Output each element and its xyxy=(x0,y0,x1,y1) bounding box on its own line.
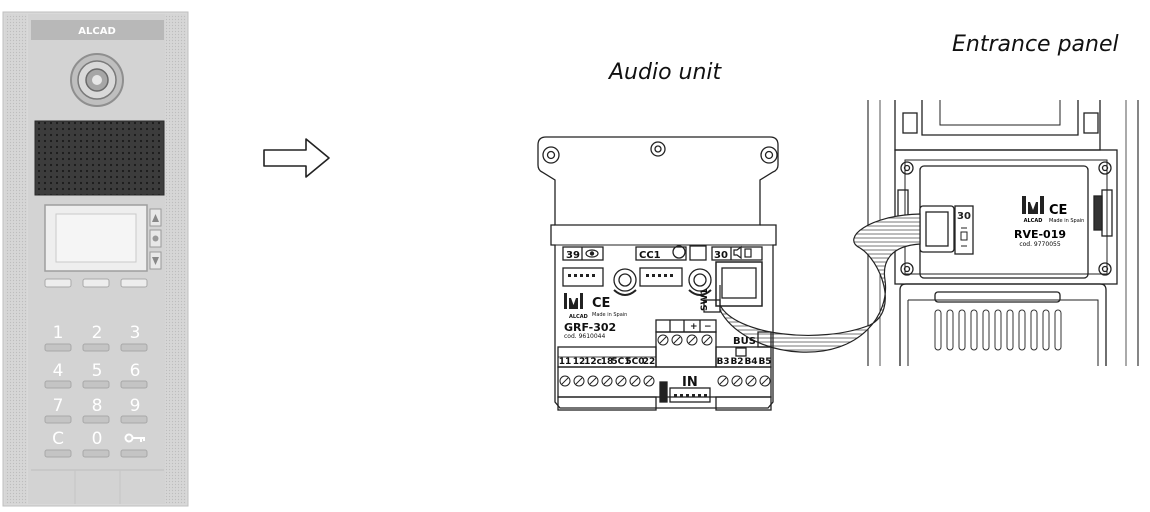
key-0: 0 xyxy=(92,429,103,449)
rve-code: cod. 9770055 xyxy=(1019,241,1060,248)
terminal-30: 30 xyxy=(714,250,728,261)
up-arrow-icon xyxy=(152,214,159,222)
key-8: 8 xyxy=(92,396,103,416)
audio-plus: + xyxy=(690,322,698,332)
terminal-cc1: CC1 xyxy=(639,250,661,261)
audio-unit xyxy=(537,136,779,411)
audio-sw1: SW1 xyxy=(700,288,710,311)
key-9: 9 xyxy=(130,396,141,416)
key-7: 7 xyxy=(53,396,64,416)
eye-icon xyxy=(585,249,599,258)
terminal-18: 18 xyxy=(601,357,614,367)
speaker-grill xyxy=(34,120,165,196)
rve-brand: ALCAD xyxy=(1024,218,1043,224)
key-5: 5 xyxy=(92,361,103,381)
panel-brand: ALCAD xyxy=(78,26,116,37)
wiring-diagram: ALCAD CE Made in Spain RVE-019 cod. 9770… xyxy=(537,100,1139,411)
audio-minus: − xyxy=(704,322,712,332)
entrance-panel-illustration: ALCAD 1 2 3 4 5 6 7 8 9 C 0 xyxy=(2,11,189,507)
terminal-11: 11 xyxy=(559,357,572,367)
down-arrow-icon xyxy=(152,257,159,265)
key-1: 1 xyxy=(53,323,64,343)
speaker-slots xyxy=(934,309,1062,351)
audio-unit-label: Audio unit xyxy=(609,60,722,85)
terminal-b5: B5 xyxy=(758,357,771,367)
key-3: 3 xyxy=(130,323,141,343)
audio-in: IN xyxy=(682,375,698,390)
audio-ce: CE xyxy=(592,296,610,311)
rve-made-in: Made in Spain xyxy=(1049,218,1084,224)
speaker-icon xyxy=(733,245,752,260)
audio-alcad-logo-icon xyxy=(564,293,583,309)
terminal-5c1: 5C1 xyxy=(611,357,630,367)
rve-connector-label: 30 xyxy=(957,211,971,222)
terminal-b3: B3 xyxy=(716,357,729,367)
terminal-b2: B2 xyxy=(730,357,743,367)
audio-brand: ALCAD xyxy=(569,314,588,320)
audio-made-in: Made in Spain xyxy=(592,312,627,318)
side-buttons xyxy=(149,208,162,270)
key-c: C xyxy=(52,429,64,449)
direction-arrow-icon xyxy=(263,138,330,178)
terminal-39: 39 xyxy=(566,250,580,261)
audio-model: GRF-302 xyxy=(564,321,616,334)
rve-ce: CE xyxy=(1049,203,1067,218)
key-icon xyxy=(124,433,145,443)
terminal-b4: B4 xyxy=(744,357,757,367)
audio-code: cod. 9610044 xyxy=(564,333,605,340)
audio-bus: BUS xyxy=(733,336,756,347)
rve-model: RVE-019 xyxy=(1014,228,1066,241)
dot-icon xyxy=(152,235,159,242)
terminal-22: 22 xyxy=(643,357,656,367)
alcad-logo-icon xyxy=(1022,196,1044,214)
terminal-5c0: 5C0 xyxy=(625,357,644,367)
rve-module-label: ALCAD CE Made in Spain RVE-019 cod. 9770… xyxy=(1014,196,1084,248)
key-6: 6 xyxy=(130,361,141,381)
terminal-12: 12 xyxy=(573,357,586,367)
rve-connector: 30 xyxy=(919,205,974,255)
ribbon-cable xyxy=(719,213,921,353)
terminal-12c: 12c xyxy=(584,357,602,367)
key-2: 2 xyxy=(92,323,103,343)
key-4: 4 xyxy=(53,361,64,381)
keypad: 1 2 3 4 5 6 7 8 9 C 0 xyxy=(52,323,140,449)
entrance-panel-label: Entrance panel xyxy=(952,32,1119,57)
